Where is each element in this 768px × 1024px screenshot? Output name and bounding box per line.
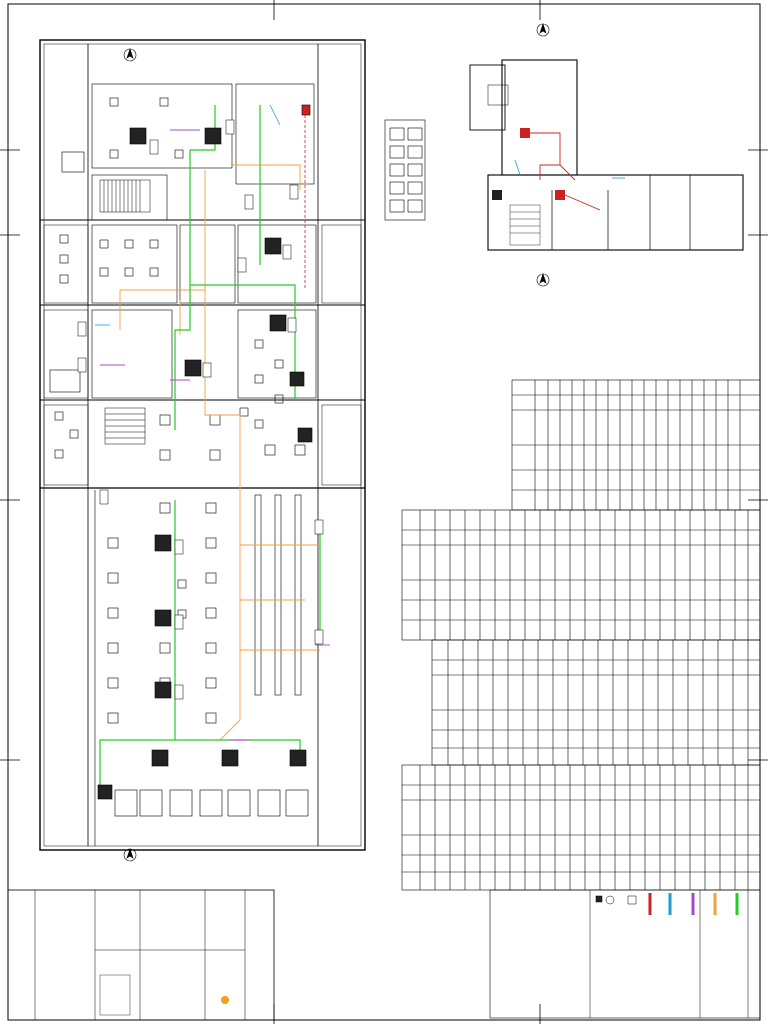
brand-logo-icon xyxy=(99,974,131,1016)
unit-list-table-c xyxy=(401,764,761,891)
treadmill-row xyxy=(114,789,309,817)
drain-piping xyxy=(99,105,321,790)
upper-indoor-units xyxy=(492,128,565,200)
control-wiring xyxy=(100,129,330,741)
equipment-tags xyxy=(77,119,324,700)
upper-floor-plan xyxy=(469,23,744,287)
upper-aux-wiring xyxy=(514,159,625,179)
bench-rows xyxy=(254,494,302,696)
company-logo-icon xyxy=(221,996,229,1004)
refrigerant-piping xyxy=(119,164,320,741)
legend-panel xyxy=(489,889,761,1019)
north-arrow-icon xyxy=(123,48,137,862)
upper-power-wiring xyxy=(530,132,601,211)
legend-swatches xyxy=(648,893,739,915)
equipment-schedule-table xyxy=(511,379,761,511)
ground-floor-plan xyxy=(39,39,426,862)
building-outline xyxy=(39,39,366,851)
unit-list-table-b xyxy=(431,639,761,766)
indoor-units xyxy=(97,104,313,800)
unit-list-table-a xyxy=(401,509,761,641)
staircase xyxy=(99,179,151,213)
ceiling-diffusers xyxy=(54,97,306,724)
riser-schematic xyxy=(384,119,426,221)
aux-wiring xyxy=(95,104,281,326)
title-block xyxy=(7,889,275,1021)
